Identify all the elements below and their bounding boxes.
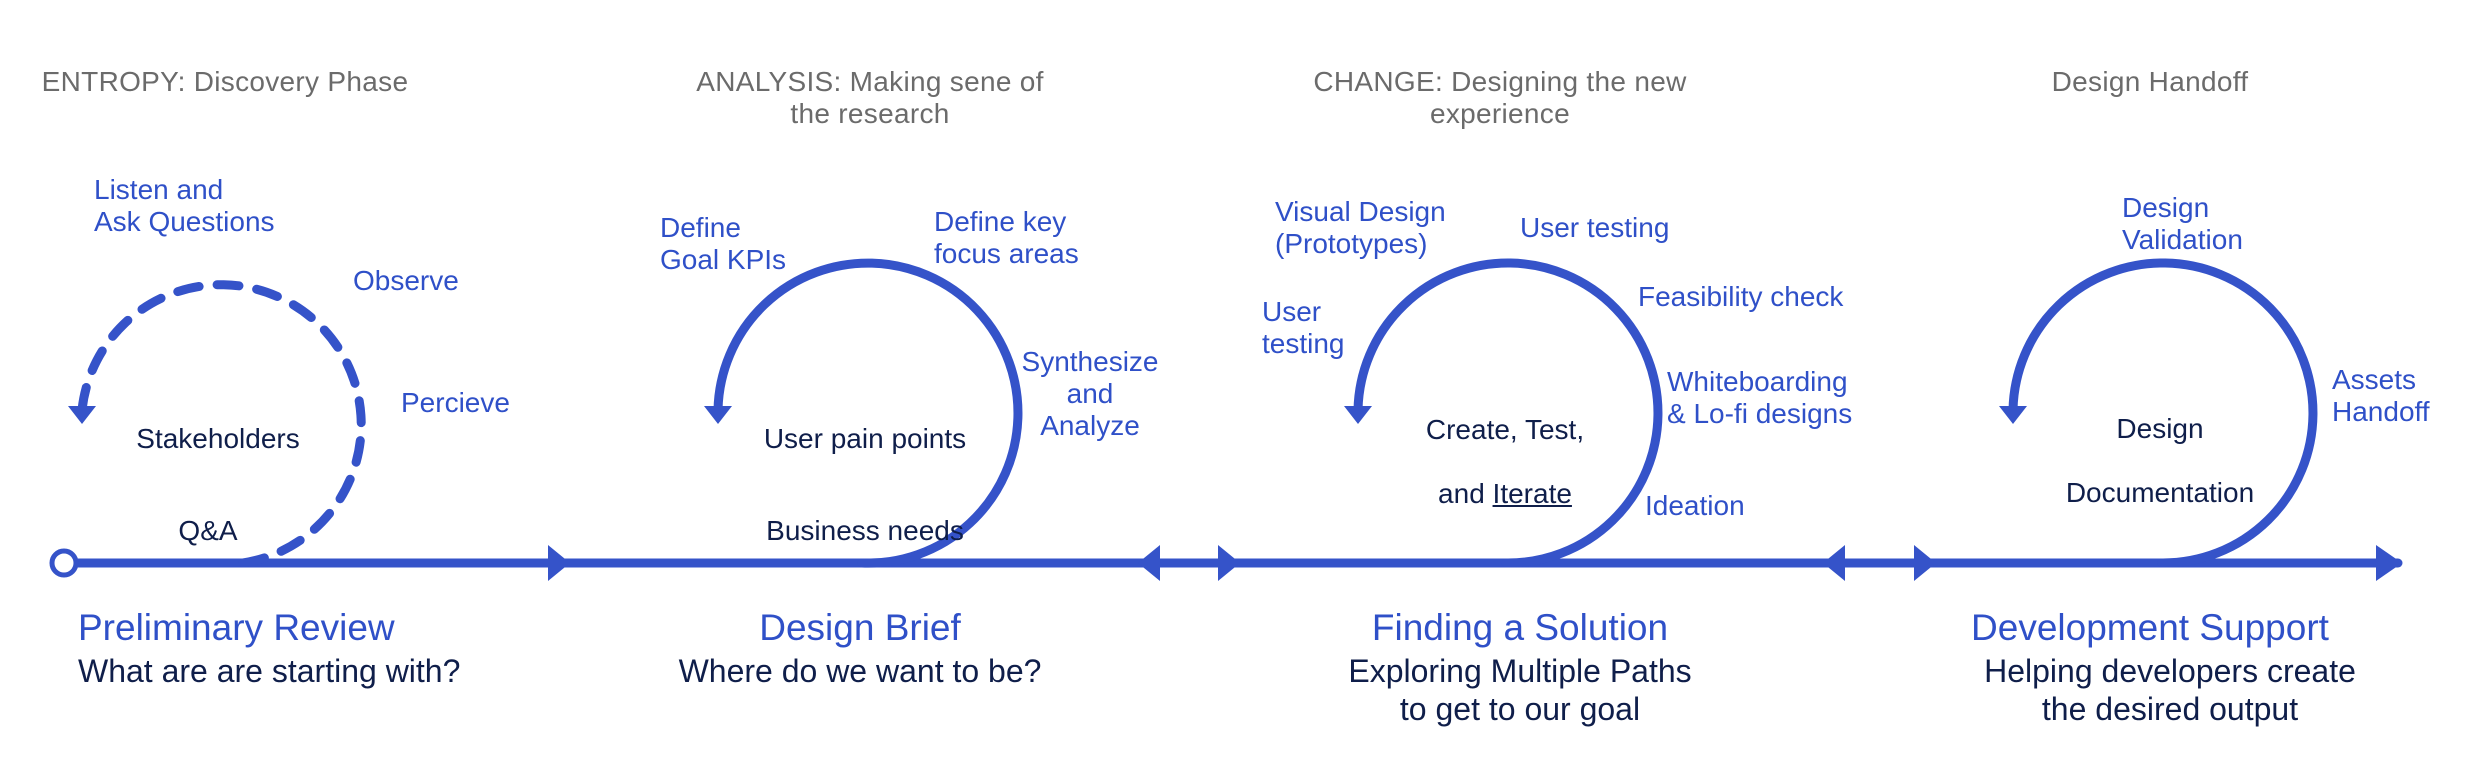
stage-subtitle-solution: Exploring Multiple Paths to get to our g… bbox=[1348, 653, 1692, 727]
step-define-kpis: Define Goal KPIs bbox=[660, 212, 787, 275]
step-visual-design: Visual Design (Prototypes) bbox=[1275, 196, 1446, 259]
discovery-loop-arrow bbox=[68, 406, 96, 424]
step-whiteboarding: Whiteboarding & Lo-fi designs bbox=[1667, 366, 1853, 429]
support-loop bbox=[2008, 258, 2318, 568]
loop-center-line: Q&A bbox=[178, 515, 238, 546]
timeline-arrow-left-2 bbox=[1823, 545, 1845, 581]
loop-center-line: Design bbox=[2116, 413, 2204, 444]
timeline-arrow-end bbox=[2376, 545, 2402, 581]
loop-center-line: Business needs bbox=[766, 515, 964, 546]
iterate-link[interactable]: Iterate bbox=[1492, 478, 1572, 509]
loop-center-stakeholders: Stakeholders Q&A bbox=[118, 370, 318, 600]
loop-center-support: Design Documentation bbox=[2030, 381, 2290, 541]
phase-heading-analysis: ANALYSIS: Making sene of the research bbox=[696, 66, 1044, 129]
timeline-arrow-right-3 bbox=[1914, 545, 1936, 581]
stage-title-development: Development Support bbox=[1971, 607, 2329, 648]
stage-title-solution: Finding a Solution bbox=[1371, 607, 1669, 648]
step-define-focus: Define key focus areas bbox=[934, 206, 1079, 269]
step-design-validation: Design Validation bbox=[2122, 192, 2243, 255]
step-percieve: Percieve bbox=[401, 387, 510, 418]
timeline-arrow-right-2 bbox=[1218, 545, 1240, 581]
step-listen: Listen and Ask Questions bbox=[94, 174, 275, 237]
loop-center-prefix: and bbox=[1438, 478, 1493, 509]
loop-center-line: User pain points bbox=[763, 423, 967, 454]
loop-center-line: Stakeholders bbox=[136, 423, 300, 454]
loop-center-line: Documentation bbox=[2065, 477, 2255, 508]
discovery-loop bbox=[77, 280, 366, 568]
step-user-testing-top: User testing bbox=[1520, 212, 1670, 243]
timeline-arrow-right-1 bbox=[548, 545, 570, 581]
step-observe: Observe bbox=[353, 265, 459, 296]
loop-center-line: Create, Test, bbox=[1425, 414, 1585, 445]
timeline-arrow-left-1 bbox=[1138, 545, 1160, 581]
timeline-start-node bbox=[49, 548, 79, 578]
phase-heading-entropy: ENTROPY: Discovery Phase bbox=[41, 66, 409, 97]
phase-heading-handoff: Design Handoff bbox=[2051, 66, 2249, 97]
support-loop-arrow bbox=[1999, 406, 2027, 424]
step-ideation: Ideation bbox=[1645, 490, 1745, 521]
step-synthesize: Synthesize and Analyze bbox=[1021, 346, 1159, 441]
solution-loop bbox=[1353, 258, 1663, 568]
stage-subtitle-preliminary: What are are starting with? bbox=[78, 653, 461, 689]
solution-loop-arrow bbox=[1344, 406, 1372, 424]
stage-subtitle-brief: Where do we want to be? bbox=[678, 653, 1042, 689]
brief-loop-arrow bbox=[704, 406, 732, 424]
phase-heading-change: CHANGE: Designing the new experience bbox=[1313, 66, 1687, 129]
loop-center-solution: Create, Test, and Iterate bbox=[1390, 382, 1620, 542]
step-user-testing-left: User testing bbox=[1262, 296, 1345, 359]
brief-loop bbox=[713, 258, 1023, 568]
stage-subtitle-development: Helping developers create the desired ou… bbox=[1984, 653, 2356, 727]
stage-title-brief: Design Brief bbox=[759, 607, 961, 648]
loop-center-line: and Iterate bbox=[1390, 478, 1620, 510]
loop-center-brief: User pain points Business needs bbox=[720, 370, 1010, 600]
stage-title-preliminary: Preliminary Review bbox=[78, 607, 395, 648]
step-assets-handoff: Assets Handoff bbox=[2332, 364, 2430, 427]
step-feasibility: Feasibility check bbox=[1638, 281, 1844, 312]
